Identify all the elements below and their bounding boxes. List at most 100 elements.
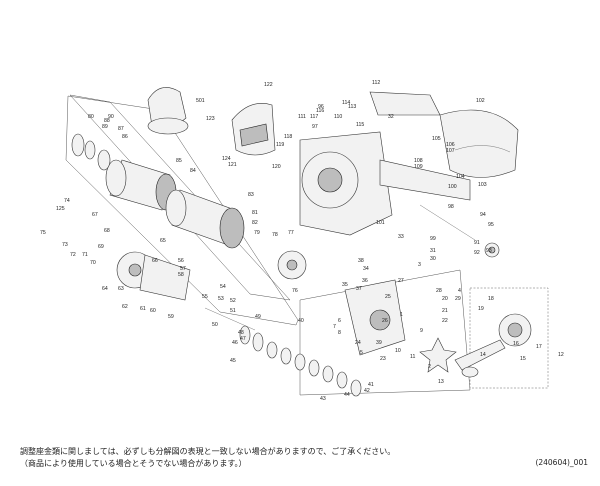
footnote-line-1: 調整座金類に関しましては、必ずしも分解図の表現と一致しない場合がありますので、ご… [20,447,396,456]
ring-parts [71,133,111,171]
part-callout-50: 50 [212,322,218,328]
part-callout-19: 19 [478,306,484,312]
part-callout-116: 116 [316,108,324,114]
handle-arm-part [454,339,506,378]
part-callout-81: 81 [252,210,258,216]
part-callout-104: 104 [456,174,465,180]
part-callout-15: 15 [520,356,526,362]
part-callout-113: 113 [348,104,356,110]
right-cover-part [439,109,519,178]
part-callout-117: 117 [310,114,318,120]
part-callout-60: 60 [150,308,156,314]
part-callout-4: 4 [458,288,461,294]
part-callout-44: 44 [344,392,350,398]
part-callout-14: 14 [480,352,486,358]
levelwind-cover-part [231,103,276,156]
part-callout-17: 17 [536,344,542,350]
part-callout-39: 39 [376,340,382,346]
part-callout-91: 91 [474,240,480,246]
part-callout-45: 45 [230,358,236,364]
part-callout-67: 67 [92,212,98,218]
part-callout-36: 36 [362,278,368,284]
motor-part [105,159,177,211]
part-callout-23: 23 [380,356,386,362]
part-callout-51: 51 [230,308,236,314]
drive-gear-part [277,250,307,280]
part-callout-58: 58 [178,272,184,278]
part-callout-12: 12 [558,352,564,358]
part-callout-123: 123 [206,116,215,122]
part-callout-110: 110 [334,114,342,120]
part-callout-30: 30 [430,256,436,262]
part-callout-56: 56 [178,258,184,264]
part-callout-32: 32 [388,114,394,120]
part-callout-120: 120 [272,164,281,170]
part-callout-53: 53 [218,296,224,302]
gear-plate-part [116,251,191,301]
part-callout-105: 105 [432,136,441,142]
part-callout-16: 16 [513,341,519,347]
part-callout-33: 33 [398,234,404,240]
part-callout-73: 73 [62,242,68,248]
part-callout-68: 68 [104,228,110,234]
part-callout-29: 29 [455,296,461,302]
diagram-code: (240604)_001 [535,458,588,467]
part-callout-75: 75 [40,230,46,236]
part-callout-90: 90 [108,114,114,120]
part-callout-63: 63 [118,286,124,292]
part-callout-97: 97 [312,124,318,130]
part-callout-80: 80 [88,114,94,120]
part-callout-11: 11 [410,354,415,360]
footnote-line-2: （商品により使用している場合とそうでない場合があります。） [20,459,247,468]
part-callout-38: 38 [358,258,364,264]
part-callout-95: 95 [488,222,494,228]
shaft [204,307,256,331]
part-callout-21: 21 [442,308,448,314]
part-callout-13: 13 [438,379,444,385]
part-callout-101: 101 [376,220,385,226]
part-callout-76: 76 [292,288,298,294]
part-callout-55: 55 [202,294,208,300]
part-callout-69: 69 [98,244,104,250]
part-callout-107: 107 [446,148,455,154]
part-callout-31: 31 [430,248,436,254]
part-callout-83: 83 [248,192,254,198]
part-callout-5: 5 [360,350,363,356]
part-callout-86: 86 [122,134,128,140]
part-callout-109: 109 [414,164,423,170]
part-callout-8: 8 [338,330,341,336]
part-callout-47: 47 [240,336,246,342]
part-callout-93: 93 [486,248,492,254]
part-callout-41: 41 [368,382,374,388]
spool-part [165,189,245,249]
part-callout-79: 79 [254,230,260,236]
part-callout-42: 42 [364,388,370,394]
washer-stack [239,325,362,397]
main-frame-part [299,131,471,236]
part-callout-114: 114 [342,100,350,106]
sideplate-group-box [469,287,549,389]
part-callout-119: 119 [276,142,284,148]
side-knob-part [498,313,532,347]
part-callout-61: 61 [140,306,146,312]
part-callout-108: 108 [414,158,423,164]
part-callout-64: 64 [102,286,108,292]
part-callout-94: 94 [480,212,486,218]
part-callout-100: 100 [448,184,457,190]
part-callout-103: 103 [478,182,487,188]
part-callout-87: 87 [118,126,124,132]
part-callout-72: 72 [70,252,76,258]
part-callout-111: 111 [298,114,306,120]
shaft [419,204,476,241]
part-callout-20: 20 [442,296,448,302]
part-callout-74: 74 [64,198,70,204]
part-callout-62: 62 [122,304,128,310]
star-drag-part [419,337,457,373]
part-callout-54: 54 [220,284,226,290]
part-callout-7: 7 [333,324,336,330]
part-callout-52: 52 [230,298,236,304]
part-callout-118: 118 [284,134,292,140]
part-callout-34: 34 [363,266,369,272]
part-callout-27: 27 [398,278,404,284]
